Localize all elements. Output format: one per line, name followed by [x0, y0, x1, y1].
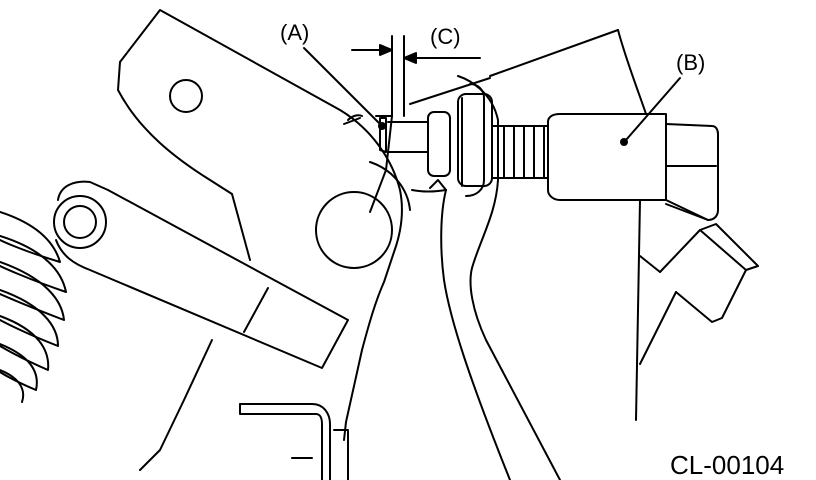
stopper-bolt: [379, 83, 549, 197]
floor-bracket: [239, 403, 349, 480]
switch-mount: [409, 29, 759, 421]
return-spring: [0, 211, 67, 403]
pedal-arm: [411, 75, 561, 480]
figure-code: CL-00104: [670, 450, 785, 480]
callout-b-label: (B): [676, 50, 706, 75]
spring-rod: [53, 180, 349, 369]
clearance-gauge: [343, 35, 481, 213]
callout-c-label: (C): [430, 24, 461, 49]
clutch-switch: [547, 113, 719, 221]
callout-a-label: (A): [280, 20, 310, 45]
leader-lines: [303, 47, 681, 141]
pedal-bracket: [117, 9, 411, 471]
